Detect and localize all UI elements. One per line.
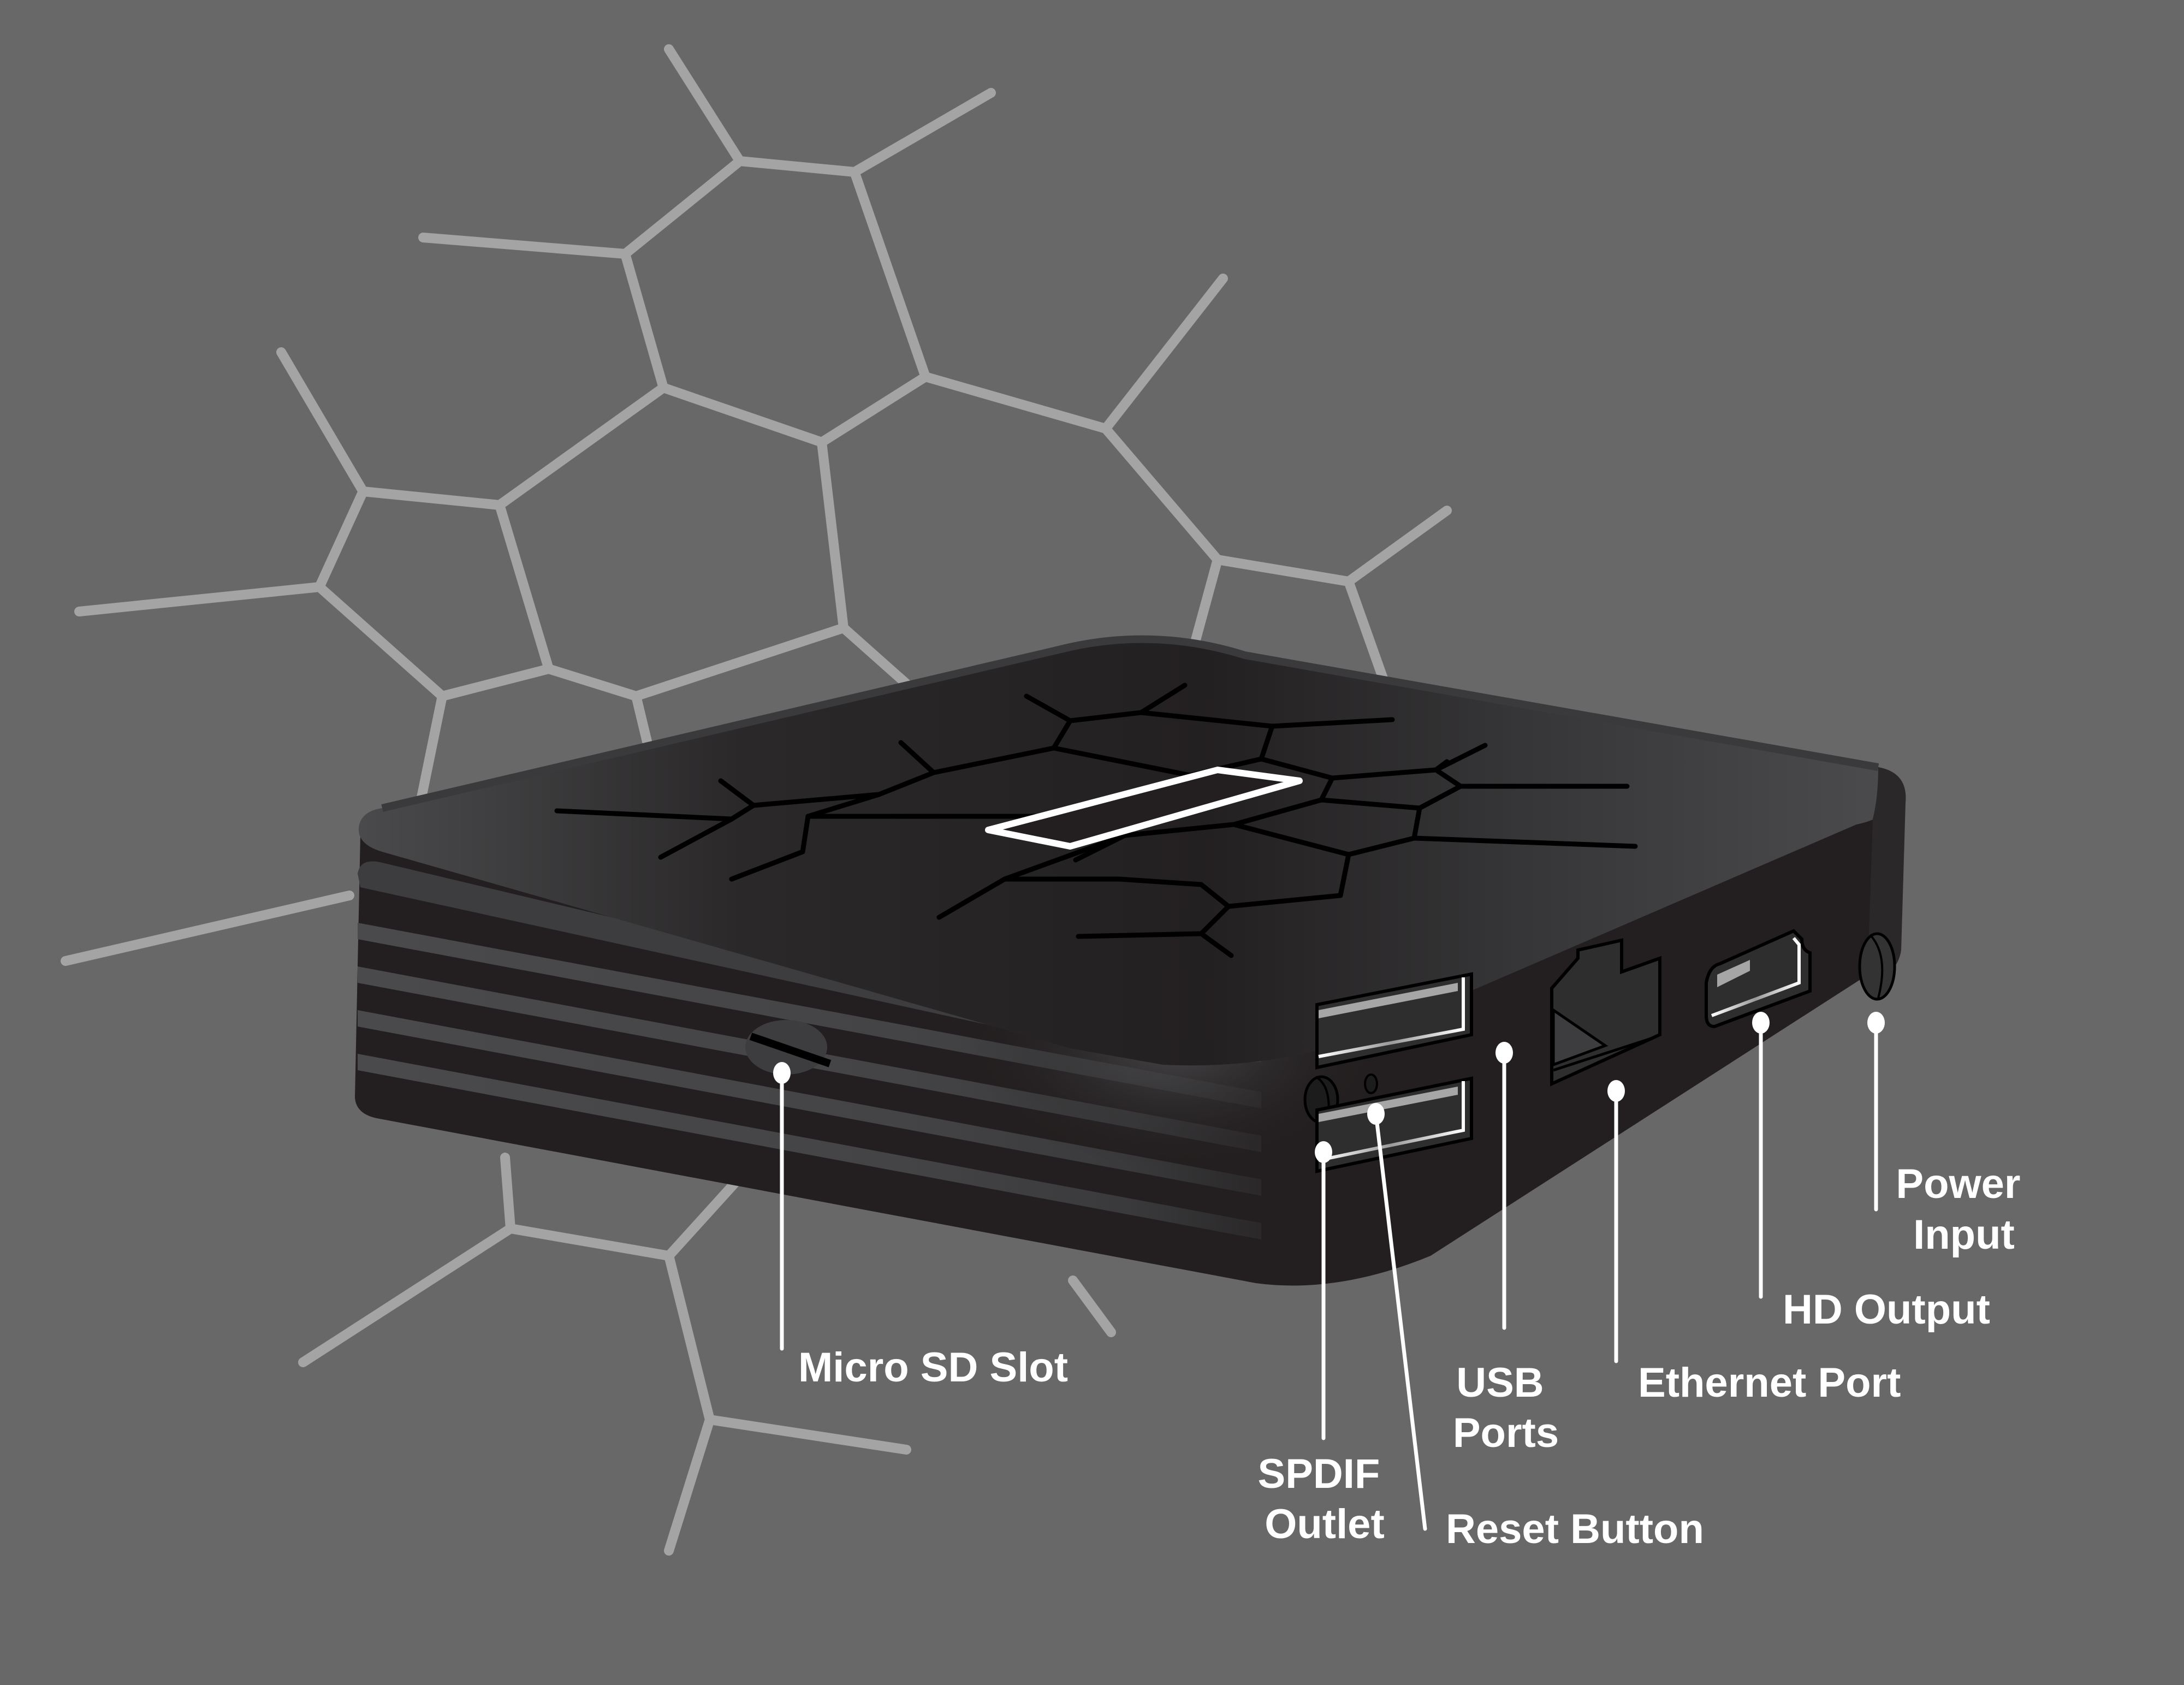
usb-ports — [1315, 972, 1473, 1173]
ethernet-port — [1550, 938, 1661, 1087]
label-reset-button: Reset Button — [1446, 1506, 1704, 1552]
hd-output-port — [1705, 929, 1812, 1029]
leader-ethernet-port — [1607, 1080, 1625, 1363]
label-hd-output: HD Output — [1783, 1286, 1990, 1333]
label-spdif-outlet: SPDIF Outlet — [1258, 1451, 1392, 1547]
leader-reset-button — [1367, 1103, 1427, 1531]
top-honeycomb-pattern — [554, 683, 1638, 958]
label-usb-ports: USB Ports — [1453, 1360, 1559, 1456]
reset-button — [1364, 1073, 1378, 1094]
label-ethernet-port: Ethernet Port — [1638, 1360, 1901, 1406]
callout-labels: Micro SD Slot SPDIF Outlet Reset Button … — [798, 1161, 2032, 1552]
leader-usb-ports — [1495, 1042, 1513, 1330]
label-micro-sd-slot: Micro SD Slot — [798, 1344, 1068, 1391]
power-input-jack — [1858, 932, 1896, 1001]
leader-micro-sd-slot — [773, 1062, 791, 1351]
leader-spdif-outlet — [1315, 1141, 1332, 1440]
logo-window — [985, 767, 1303, 850]
label-power-input: Power Input — [1896, 1161, 2032, 1258]
tv-box-device — [355, 635, 1906, 1286]
callout-leaders — [773, 1012, 1885, 1531]
leader-power-input — [1867, 1012, 1885, 1212]
micro-sd-slot — [745, 1020, 832, 1075]
leader-hd-output — [1752, 1012, 1770, 1299]
usb-port-upper — [1315, 972, 1473, 1070]
